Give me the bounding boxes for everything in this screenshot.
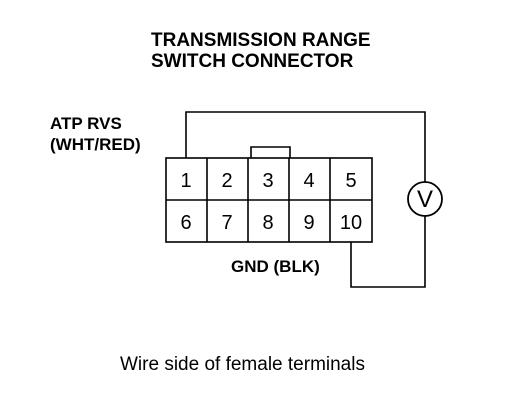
ground-label: GND (BLK) bbox=[231, 257, 320, 276]
diagram-title-line1: TRANSMISSION RANGE bbox=[151, 30, 371, 51]
pin-number: 6 bbox=[180, 212, 191, 234]
pin-number: 9 bbox=[303, 212, 314, 234]
voltmeter-icon: V bbox=[407, 181, 443, 217]
voltmeter-symbol: V bbox=[417, 186, 433, 213]
pin-number: 10 bbox=[340, 212, 362, 234]
probe-wire-ground bbox=[350, 216, 426, 288]
wire-label-line2: (WHT/RED) bbox=[50, 135, 141, 154]
pin-number: 3 bbox=[262, 170, 273, 192]
pin-number: 1 bbox=[180, 170, 191, 192]
wire-label-line1: ATP RVS bbox=[50, 114, 122, 133]
pin-row-bottom: 6 7 8 9 10 bbox=[180, 212, 362, 234]
diagram-caption: Wire side of female terminals bbox=[120, 354, 365, 375]
diagram-title-line2: SWITCH CONNECTOR bbox=[151, 51, 354, 72]
pin-number: 2 bbox=[221, 170, 232, 192]
pin-row-top: 1 2 3 4 5 bbox=[180, 170, 356, 192]
pin-number: 7 bbox=[221, 212, 232, 234]
pin-number: 4 bbox=[303, 170, 314, 192]
connector-body bbox=[165, 146, 373, 243]
pin-number: 5 bbox=[345, 170, 356, 192]
probe-wire-positive bbox=[185, 111, 426, 182]
pin-number: 8 bbox=[262, 212, 273, 234]
